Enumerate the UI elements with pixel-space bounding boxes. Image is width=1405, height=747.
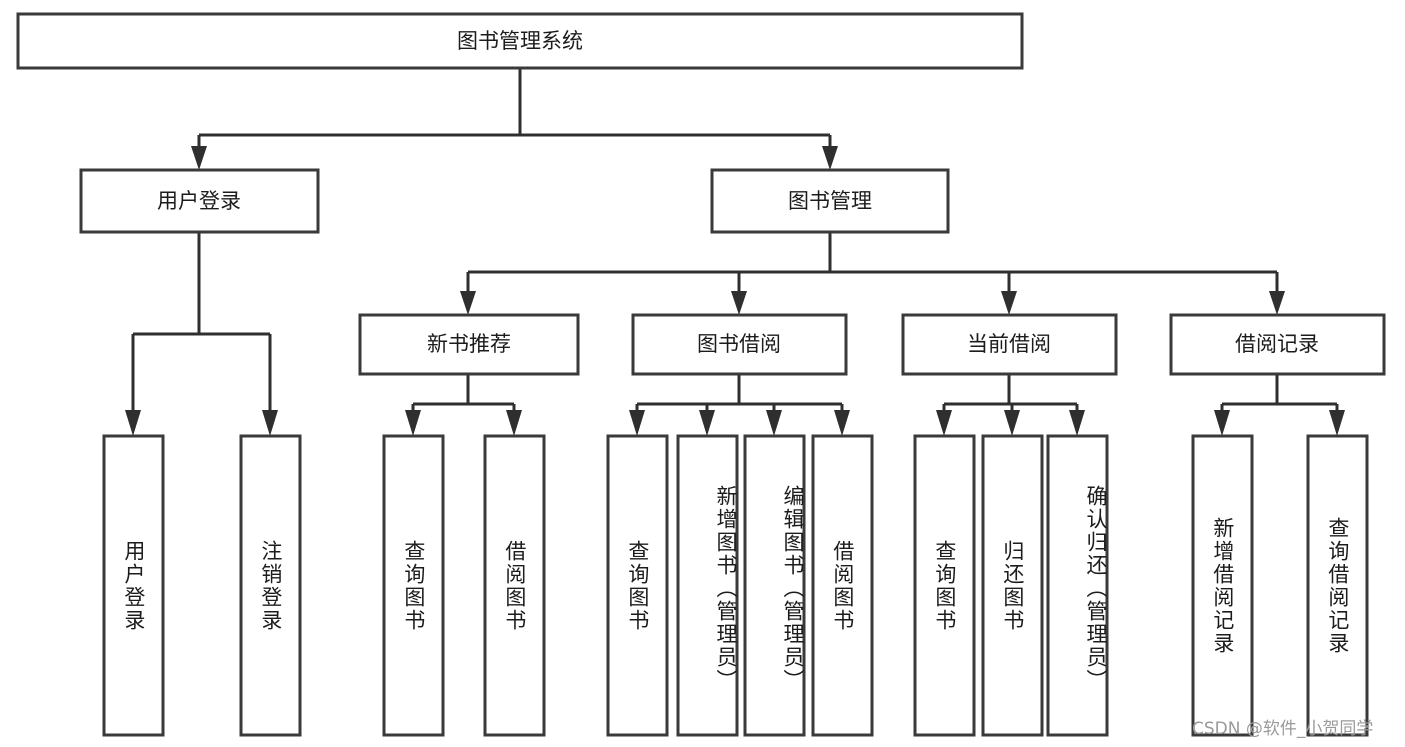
node-current-borrow-label: 当前借阅 xyxy=(967,332,1051,356)
node-root-label: 图书管理系统 xyxy=(457,29,583,53)
arrow-book-mgmt-to-new-book xyxy=(460,291,476,315)
node-root[interactable]: 图书管理系统 xyxy=(16,12,1024,70)
leaf-box-user-login-2[interactable] xyxy=(239,434,302,737)
leaf-box-borrow-record-2[interactable] xyxy=(1306,434,1369,737)
node-new-book-recommend[interactable]: 新书推荐 xyxy=(358,313,580,376)
arrow-root-to-user-login xyxy=(191,146,207,170)
node-book-borrow[interactable]: 图书借阅 xyxy=(631,313,848,376)
leaf-box-book-borrow-4[interactable] xyxy=(811,434,874,737)
node-current-borrow-box[interactable] xyxy=(901,313,1118,376)
node-borrow-record-box[interactable] xyxy=(1169,313,1386,376)
arrow-current-borrow-leaf-2 xyxy=(1004,410,1020,436)
leaf-box-book-borrow-3[interactable] xyxy=(743,434,806,737)
arrow-borrow-record-leaf-1 xyxy=(1214,410,1230,436)
node-book-borrow-box[interactable] xyxy=(631,313,848,376)
arrow-book-borrow-leaf-4 xyxy=(834,410,850,436)
node-book-management[interactable]: 图书管理 xyxy=(710,168,950,234)
leaf-boxes xyxy=(102,434,1369,737)
arrow-book-mgmt-to-borrow-record xyxy=(1269,291,1285,315)
node-new-book-recommend-label: 新书推荐 xyxy=(427,332,511,356)
leaf-box-book-borrow-2[interactable] xyxy=(676,434,739,737)
arrow-book-borrow-leaf-1 xyxy=(629,410,645,436)
node-book-management-label: 图书管理 xyxy=(788,189,872,213)
node-new-book-recommend-box[interactable] xyxy=(358,313,580,376)
arrow-new-book-leaf-1 xyxy=(405,410,421,436)
arrow-current-borrow-leaf-1 xyxy=(936,410,952,436)
node-book-management-box[interactable] xyxy=(710,168,950,234)
arrow-book-mgmt-to-book-borrow xyxy=(731,291,747,315)
leaf-box-new-book-1[interactable] xyxy=(382,434,445,737)
node-user-login-box[interactable] xyxy=(79,168,320,234)
watermark-text: CSDN @软件_小贺同学 xyxy=(1192,719,1374,739)
leaf-box-current-borrow-2[interactable] xyxy=(981,434,1044,737)
arrow-book-mgmt-to-current-borrow xyxy=(1001,291,1017,315)
node-borrow-record[interactable]: 借阅记录 xyxy=(1169,313,1386,376)
node-root-box[interactable] xyxy=(16,12,1024,70)
arrow-new-book-leaf-2 xyxy=(506,410,522,436)
arrow-book-borrow-leaf-3 xyxy=(766,410,782,436)
arrow-user-login-leaf-1 xyxy=(125,410,141,436)
leaf-box-new-book-2[interactable] xyxy=(483,434,546,737)
connector-layer xyxy=(125,68,1345,436)
leaf-box-user-login-1[interactable] xyxy=(102,434,165,737)
node-borrow-record-label: 借阅记录 xyxy=(1235,332,1319,356)
leaf-box-book-borrow-1[interactable] xyxy=(606,434,669,737)
arrow-book-borrow-leaf-2 xyxy=(699,410,715,436)
arrow-user-login-leaf-2 xyxy=(262,410,278,436)
node-current-borrow[interactable]: 当前借阅 xyxy=(901,313,1118,376)
arrow-root-to-book-mgmt xyxy=(822,146,838,170)
node-user-login[interactable]: 用户登录 xyxy=(79,168,320,234)
node-user-login-label: 用户登录 xyxy=(157,189,241,213)
leaf-box-current-borrow-3[interactable] xyxy=(1046,434,1109,737)
leaf-box-borrow-record-1[interactable] xyxy=(1191,434,1254,737)
arrow-borrow-record-leaf-2 xyxy=(1329,410,1345,436)
arrow-current-borrow-leaf-3 xyxy=(1069,410,1085,436)
node-book-borrow-label: 图书借阅 xyxy=(697,332,781,356)
leaf-box-current-borrow-1[interactable] xyxy=(913,434,976,737)
